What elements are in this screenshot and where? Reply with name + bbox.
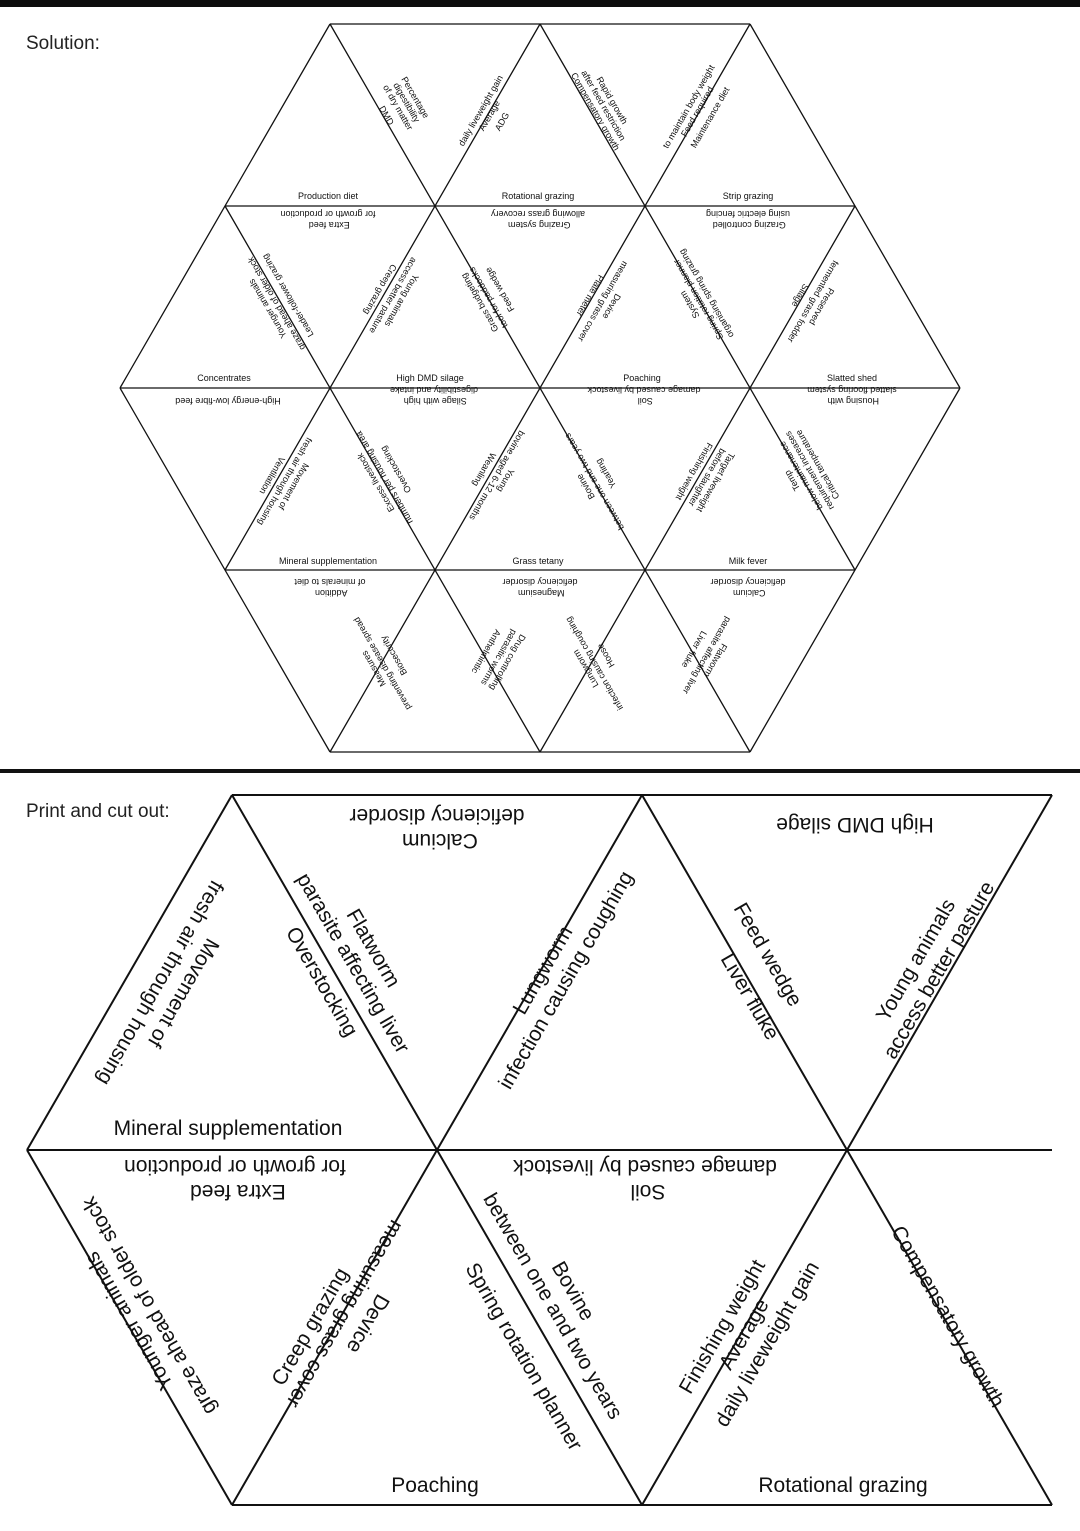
t5-leader-follower-definition: Younger animals graze ahead of older sto… [56, 1192, 222, 1431]
t6-poaching-definition: Soil damage caused by livestock [513, 1155, 777, 1203]
extra-feed-edge: Extra feed for growth or production [280, 209, 375, 230]
concentrates-label: Concentrates [197, 373, 251, 383]
housing-slatted-edge: Housing with slatted flooring system [807, 385, 897, 406]
t4-creep-grazing-definition: Young animals access better pasture [857, 865, 999, 1063]
rotational-grazing-label: Rotational grazing [502, 191, 575, 201]
t8-rotational-grazing: Rotational grazing [758, 1474, 927, 1497]
t1-mineral-supplementation: Mineral supplementation [114, 1117, 343, 1140]
strip-grazing-label: Strip grazing [723, 191, 774, 201]
solution-heading: Solution: [26, 33, 100, 54]
t4-high-dmd-silage: High DMD silage [776, 813, 934, 836]
grazing-system-edge: Grazing system allowing grass recovery [490, 209, 585, 230]
poaching-label: Poaching [623, 373, 661, 383]
t8-compensatory-growth: Compensatory growth [886, 1222, 1009, 1411]
t6-poaching: Poaching [391, 1474, 479, 1497]
magnesium-edge: Magnesium deficiency disorder [502, 577, 577, 598]
mineral-supplementation-label: Mineral supplementation [279, 556, 377, 566]
calcium-edge: Calcium deficiency disorder [710, 577, 785, 598]
high-dmd-silage-label: High DMD silage [396, 373, 464, 383]
grass-tetany-label: Grass tetany [512, 556, 564, 566]
t3-hoose-definition: Lungworm infection causing coughing [473, 855, 638, 1093]
t1-ventilation-definition: Movement of fresh air through housing [92, 876, 250, 1101]
grazing-controlled-edge: Grazing controlled using electric fencin… [706, 209, 790, 230]
soil-damage-edge: Soil damage caused by livestock [587, 385, 701, 406]
slatted-shed-label: Slatted shed [827, 373, 877, 383]
top-border [0, 0, 1080, 7]
cutout-grid-lines [26, 794, 1053, 1506]
cutout-heading: Print and cut out: [26, 801, 170, 822]
production-diet-label: Production diet [298, 191, 359, 201]
section-divider [0, 769, 1080, 773]
addition-minerals-edge: Addition of minerals to diet [294, 577, 366, 598]
milk-fever-label: Milk fever [729, 556, 768, 566]
hexagon-grid-lines [119, 23, 961, 753]
t5-production-diet-definition: Extra feed for growth or production [124, 1155, 346, 1203]
t2-calcium-definition: Calcium deficiency disorder [349, 804, 524, 852]
high-energy-edge: High-energy low-fibre feed [175, 396, 281, 406]
silage-high-edge: Silage with high digestibility and intak… [390, 385, 478, 406]
